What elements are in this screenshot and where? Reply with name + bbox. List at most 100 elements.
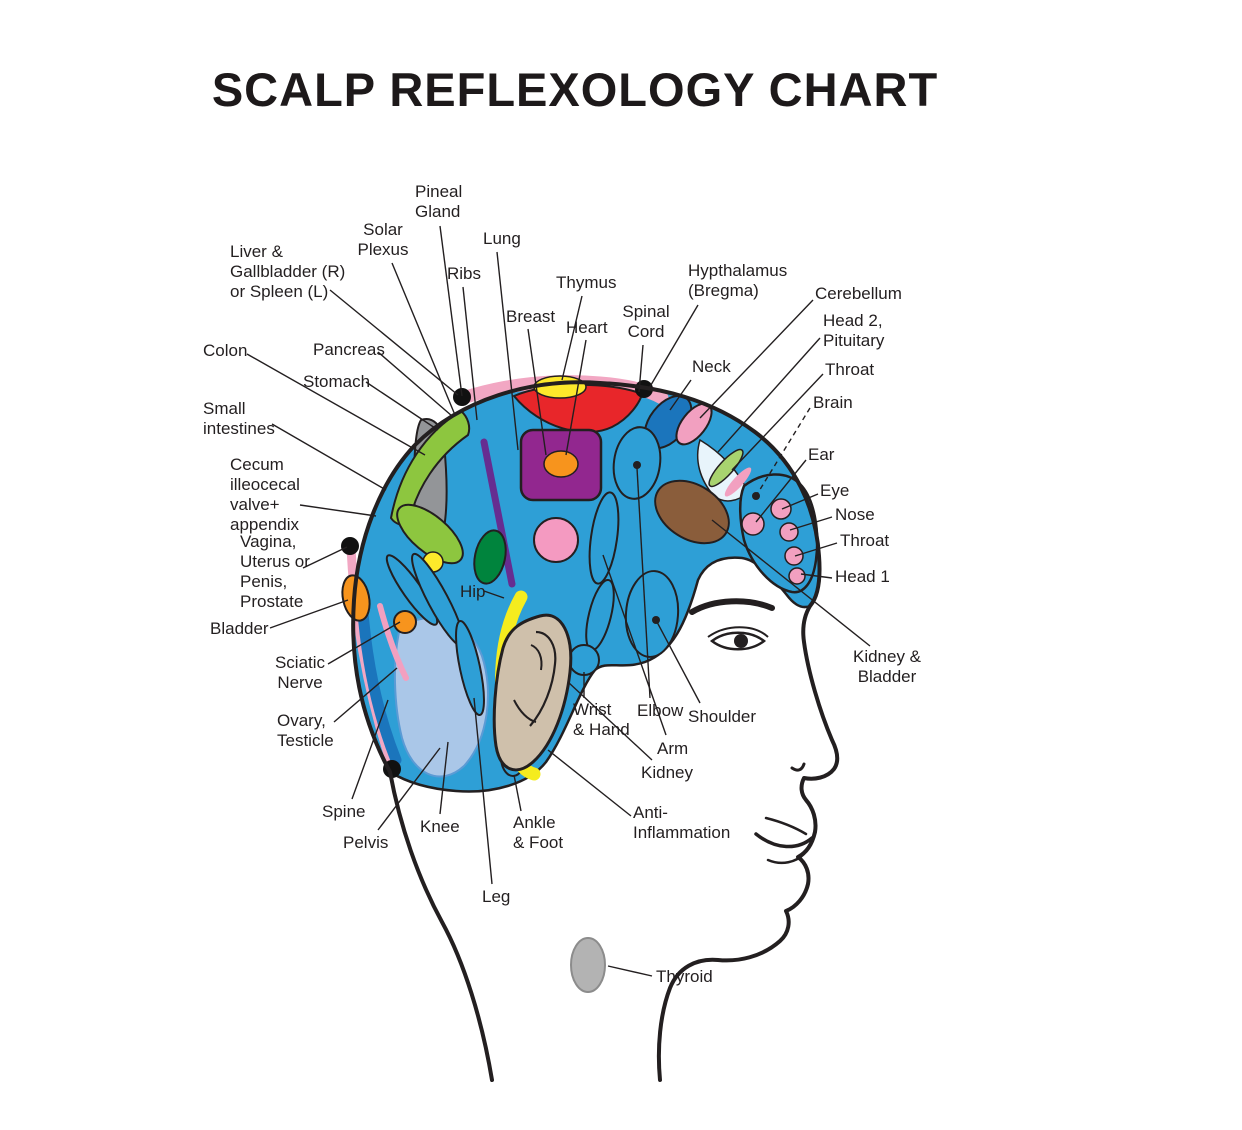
label-heart: Heart <box>566 318 608 337</box>
pointer-dot-brain <box>752 492 760 500</box>
leader-line-lung <box>496 251 519 451</box>
heart-point <box>543 450 579 478</box>
throat-pink-sliver <box>724 467 752 497</box>
kidney-region <box>533 517 579 563</box>
leader-line-knee <box>439 741 449 815</box>
leader-line-ear <box>755 459 807 523</box>
label-elbow: Elbow <box>637 701 684 720</box>
label-thymus: Thymus <box>556 273 617 292</box>
ear-shape <box>492 613 573 772</box>
leader-line-bladder <box>269 599 349 629</box>
leader-line-shoulder <box>656 621 701 704</box>
label-knee: Knee <box>420 817 460 836</box>
label-kidney: Kidney <box>641 763 693 782</box>
leader-line-spinal-cord <box>638 344 644 393</box>
leader-line-stomach <box>365 381 439 431</box>
lower-lip-line <box>766 852 806 865</box>
shoulder-marker-dot <box>652 616 660 624</box>
label-anti-inflammation: Anti-Inflammation <box>633 803 731 843</box>
label-ribs: Ribs <box>447 264 482 283</box>
label-arm: Arm <box>657 739 689 758</box>
label-nose: Nose <box>835 505 875 524</box>
thyroid-region <box>570 937 606 993</box>
leader-line-throat-upper <box>731 373 824 471</box>
label-hypothalamus-bregma: Hypthalamus(Bregma) <box>688 261 788 301</box>
head1-point <box>788 567 806 585</box>
leader-line-nose <box>789 516 833 531</box>
knee-region <box>455 620 485 716</box>
small-intestines-region <box>396 503 464 565</box>
leader-line-pelvis <box>377 747 441 831</box>
leader-line-head1 <box>800 573 833 579</box>
label-liver-gallbladder-spleen: Liver &Gallbladder (R)or Spleen (L) <box>230 242 346 302</box>
label-lung: Lung <box>483 229 521 248</box>
leader-line-hip <box>483 590 505 599</box>
leader-line-kidney <box>567 681 653 761</box>
face-details <box>689 598 814 865</box>
label-eye: Eye <box>820 481 850 500</box>
ear-inner-curve <box>530 644 543 671</box>
leader-line-ovary-testicle <box>333 667 398 723</box>
leader-line-head2-pituitary <box>717 337 821 453</box>
ear-inner-curve <box>529 630 557 727</box>
label-neck: Neck <box>692 357 731 376</box>
green-oval-region <box>473 529 507 585</box>
page-title: SCALP REFLEXOLOGY CHART <box>211 63 939 116</box>
marker-dot <box>453 388 471 406</box>
eye-point <box>770 498 792 520</box>
leader-line-anti-inflammation <box>547 749 632 817</box>
label-head1: Head 1 <box>835 567 890 586</box>
throat-point <box>784 546 804 566</box>
label-leg: Leg <box>482 887 511 906</box>
leader-line-breast <box>527 328 547 456</box>
ear-group <box>492 613 573 772</box>
label-pelvis: Pelvis <box>343 833 389 852</box>
leader-line-spine <box>351 699 389 800</box>
label-kidney-bladder: Kidney &Bladder <box>852 647 922 687</box>
leader-line-thyroid <box>607 965 653 977</box>
ear-lobe-curve <box>513 699 537 723</box>
arm-region <box>588 491 620 585</box>
mouth-line <box>754 832 814 849</box>
leader-line-liver-gallbladder-spleen <box>329 289 459 396</box>
sciatic-nerve-line <box>377 603 409 681</box>
head-outline <box>351 380 840 1082</box>
label-ankle-foot: Ankle& Foot <box>513 813 564 853</box>
label-spine: Spine <box>322 802 366 821</box>
label-hip: Hip <box>460 582 486 601</box>
label-bladder: Bladder <box>210 619 269 638</box>
leader-line-eye <box>781 493 819 510</box>
leader-lines-group <box>246 225 871 977</box>
label-pancreas: Pancreas <box>313 340 385 359</box>
label-breast: Breast <box>506 307 556 326</box>
leader-line-cerebellum <box>699 299 814 419</box>
label-brain: Brain <box>813 393 853 412</box>
label-throat-upper: Throat <box>825 360 875 379</box>
leader-line-sciatic-nerve <box>327 621 401 665</box>
leader-line-ribs <box>462 286 478 421</box>
nostril <box>790 762 806 772</box>
spinal-cord-line <box>480 438 516 588</box>
label-thyroid: Thyroid <box>656 967 713 986</box>
leader-line-kidney-bladder <box>711 519 871 647</box>
throat-region <box>708 448 744 488</box>
eyebrow <box>689 598 775 615</box>
label-ovary-testicle: Ovary,Testicle <box>277 711 334 751</box>
shoulder-region <box>624 570 680 658</box>
label-cerebellum: Cerebellum <box>815 284 902 303</box>
leader-line-small-intestines <box>271 423 387 491</box>
leader-line-hypothalamus-bregma <box>647 304 699 391</box>
marker-dot <box>341 537 359 555</box>
label-shoulder: Shoulder <box>688 707 757 726</box>
leader-line-arm <box>602 554 667 736</box>
label-wrist-hand: Wrist& Hand <box>573 700 630 740</box>
pupil <box>734 634 748 648</box>
